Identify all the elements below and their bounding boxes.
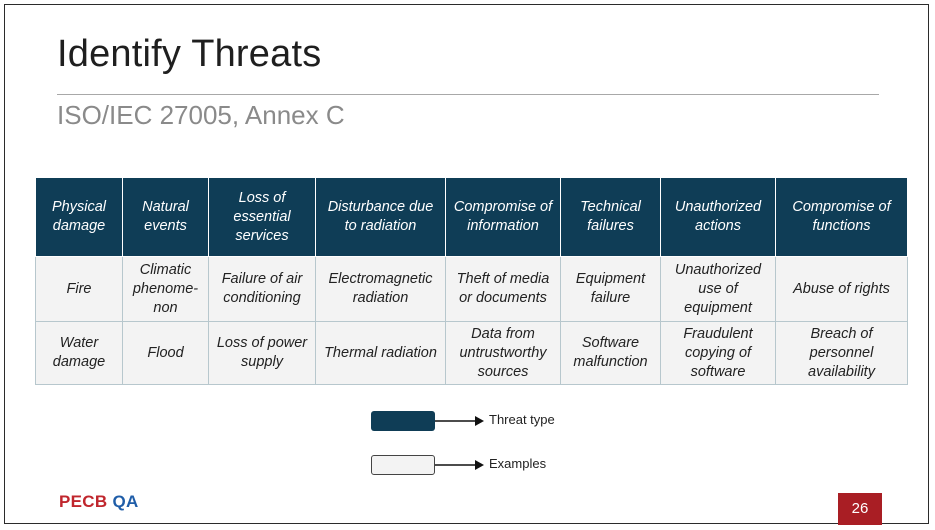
header-cell: Disturbance due to radiation — [315, 177, 446, 257]
table-cell: Theft of media or documents — [445, 256, 561, 322]
table-row: Fire Climatic phenome-non Failure of air… — [35, 256, 908, 322]
table-cell: Fire — [35, 256, 123, 322]
header-cell: Unauthorized actions — [660, 177, 776, 257]
table-cell: Failure of air conditioning — [208, 256, 316, 322]
table-cell: Water damage — [35, 321, 123, 385]
slide-subtitle: ISO/IEC 27005, Annex C — [57, 100, 345, 130]
logo-text-pecb: PECB — [59, 492, 108, 511]
table-cell: Loss of power supply — [208, 321, 316, 385]
threat-type-row: Physical damage Natural events Loss of e… — [35, 177, 908, 257]
legend-examples-swatch — [371, 455, 435, 475]
table-cell: Thermal radiation — [315, 321, 446, 385]
table-cell: Abuse of rights — [775, 256, 908, 322]
table-cell: Fraudulent copying of software — [660, 321, 776, 385]
header-cell: Technical failures — [560, 177, 661, 257]
header-cell: Compromise of information — [445, 177, 561, 257]
legend-threat-label: Threat type — [489, 412, 555, 427]
title-divider — [57, 94, 879, 95]
table-cell: Electromagnetic radiation — [315, 256, 446, 322]
table-cell: Data from untrustworthy sources — [445, 321, 561, 385]
table-cell: Flood — [122, 321, 209, 385]
table-row: Water damage Flood Loss of power supply … — [35, 321, 908, 385]
header-cell: Physical damage — [35, 177, 123, 257]
table-cell: Unauthorized use of equipment — [660, 256, 776, 322]
arrow-right-icon — [435, 416, 484, 426]
slide: Identify Threats ISO/IEC 27005, Annex C … — [4, 4, 929, 525]
legend-examples-label: Examples — [489, 456, 547, 471]
header-cell: Natural events — [122, 177, 209, 257]
page-number-badge: 26 — [838, 493, 882, 525]
pecb-logo: PECB QA — [59, 492, 139, 512]
arrow-right-icon — [435, 460, 484, 470]
table-cell: Software malfunction — [560, 321, 661, 385]
table-cell: Breach of personnel availability — [775, 321, 908, 385]
table-cell: Climatic phenome-non — [122, 256, 209, 322]
logo-text-qa: QA — [112, 492, 139, 511]
header-cell: Loss of essential services — [208, 177, 316, 257]
legend-threat-swatch — [371, 411, 435, 431]
header-cell: Compromise of functions — [775, 177, 908, 257]
table-cell: Equipment failure — [560, 256, 661, 322]
threat-table: Physical damage Natural events Loss of e… — [35, 177, 908, 385]
slide-title: Identify Threats — [57, 33, 322, 75]
